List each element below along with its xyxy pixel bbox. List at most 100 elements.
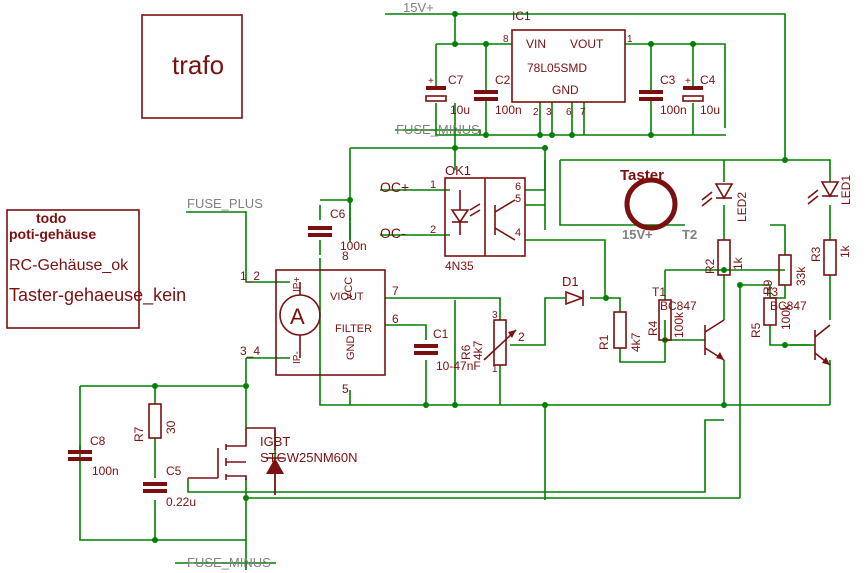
c6-value: 100n <box>340 239 367 253</box>
current-sensor: A VIOUT FILTER VCC GND IP+ IP- 1_2 3_4 7… <box>240 249 399 396</box>
net-fuse-minus-bottom-label: FUSE_MINUS <box>187 555 271 570</box>
c7-name: C7 <box>448 73 464 87</box>
poti-note: poti-gehäuse <box>9 226 96 242</box>
sensor-ip-minus: IP- <box>292 351 303 364</box>
net-fuse-minus-top-label: FUSE_MINUS <box>396 122 480 137</box>
r3-value: 1k <box>838 244 852 258</box>
ok1-pin2: 2 <box>430 224 436 236</box>
t3-value: BC847 <box>770 299 807 313</box>
r9-value: 33k <box>794 266 808 286</box>
trafo-label: trafo <box>172 50 224 80</box>
c6-capacitor: C6 100n <box>308 207 367 253</box>
r7-value: 30 <box>164 420 178 434</box>
sensor-pin5: 5 <box>342 382 349 396</box>
taster-t2-label: T2 <box>682 227 697 242</box>
c3-value: 100n <box>660 103 687 117</box>
c2-value: 100n <box>495 103 522 117</box>
r2-value: 1k <box>731 256 745 270</box>
c6-name: C6 <box>330 207 346 221</box>
ok1-pin5: 5 <box>515 193 521 205</box>
c8-value: 100n <box>92 464 119 478</box>
r2-name: R2 <box>703 258 717 274</box>
sensor-symbol: A <box>290 304 305 329</box>
r4-name: R4 <box>646 320 660 336</box>
ic1-value: 78L05SMD <box>527 61 587 75</box>
net-fuse-plus-label: FUSE_PLUS <box>187 196 263 211</box>
ok1-value: 4N35 <box>445 259 474 273</box>
ic1-vin-label: VIN <box>526 37 546 51</box>
r2-resistor: R2 1k <box>703 239 745 276</box>
c5-value: 0.22u <box>166 495 196 509</box>
ic1-pin6: 6 <box>566 107 572 118</box>
todo-box <box>6 209 140 329</box>
c3-name: C3 <box>660 73 676 87</box>
ic1-pin1: 1 <box>627 34 633 45</box>
c7-capacitor: + C7 10u <box>425 73 470 117</box>
ic1-pin2: 2 <box>533 107 539 118</box>
wires <box>79 13 831 570</box>
t1-name: T1 <box>652 285 666 299</box>
sensor-pin7: 7 <box>392 284 399 298</box>
r6-name: R6 <box>459 344 473 360</box>
oc-plus-label: OC+ <box>380 179 409 195</box>
r6-potentiometer: R6 4k7 3 2 1 <box>459 310 525 375</box>
c1-value: 10-47nF <box>436 359 481 373</box>
sensor-pin8: 8 <box>342 249 349 263</box>
ok1-optocoupler: OK1 4N35 1 2 6 5 4 <box>430 163 526 273</box>
led1-name: LED1 <box>839 175 853 205</box>
r6-pin2: 2 <box>518 330 525 344</box>
d1-name: D1 <box>562 274 579 289</box>
rc-note: RC-Gehäuse_ok <box>9 257 129 274</box>
c7-value: 10u <box>450 103 470 117</box>
ok1-pin1: 1 <box>430 179 436 191</box>
sensor-viout: VIOUT <box>330 291 364 303</box>
ic1-pin7: 7 <box>580 107 586 118</box>
sensor-gnd: GND <box>345 336 357 361</box>
c5-capacitor: C5 0.22u <box>143 464 196 509</box>
r9-resistor: R9 33k <box>761 254 808 295</box>
igbt-name: IGBT <box>260 434 290 449</box>
c4-value: 10u <box>700 103 720 117</box>
c1-capacitor: C1 10-47nF <box>414 327 481 373</box>
sensor-ip-plus: IP+ <box>292 277 303 292</box>
r5-value: 100k <box>779 303 793 330</box>
c1-name: C1 <box>433 327 449 341</box>
r3-name: R3 <box>809 246 823 262</box>
taster-15v-label: 15V+ <box>622 227 653 242</box>
r7-name: R7 <box>132 426 146 442</box>
r1-resistor: R1 4k7 <box>597 311 643 352</box>
r1-value: 4k7 <box>629 332 643 352</box>
ok1-pin6: 6 <box>515 181 521 193</box>
sensor-pin34: 3_4 <box>240 344 260 358</box>
junctions <box>152 11 788 543</box>
ok1-pin4: 4 <box>515 227 521 239</box>
oc-minus-label: OC- <box>380 225 406 241</box>
svg-text:+: + <box>428 76 434 87</box>
c4-capacitor: + C4 10u <box>682 73 720 117</box>
c3-capacitor: C3 100n <box>639 73 687 117</box>
led2: LED2 <box>701 183 749 222</box>
r7-resistor: R7 30 <box>132 403 178 442</box>
d1-diode: D1 <box>562 274 585 306</box>
sensor-filter: FILTER <box>335 323 372 335</box>
ic1-pin8: 8 <box>503 34 509 45</box>
r4-value: 100k <box>672 311 686 338</box>
t3-name: T3 <box>764 285 778 299</box>
ic1-name: IC1 <box>512 9 531 23</box>
ok1-name: OK1 <box>445 163 471 178</box>
taster-label: Taster <box>620 167 664 184</box>
ic1-vout-label: VOUT <box>570 37 604 51</box>
igbt-transistor: IGBT STGW25NM60N <box>188 427 358 495</box>
r4-resistor: R4 100k <box>646 299 686 341</box>
sensor-pin6: 6 <box>392 312 399 326</box>
taster-button: Taster 15V+ T2 <box>620 167 697 242</box>
ic1-regulator: IC1 VIN VOUT 78L05SMD GND 8 1 2 3 6 7 <box>503 9 633 118</box>
r1-name: R1 <box>597 334 611 350</box>
t3-transistor: T3 BC847 <box>764 285 831 366</box>
led2-name: LED2 <box>735 192 749 222</box>
todo-label: todo <box>36 210 66 226</box>
r5-name: R5 <box>749 322 763 338</box>
r9-name: R9 <box>761 279 775 295</box>
c2-name: C2 <box>495 73 511 87</box>
